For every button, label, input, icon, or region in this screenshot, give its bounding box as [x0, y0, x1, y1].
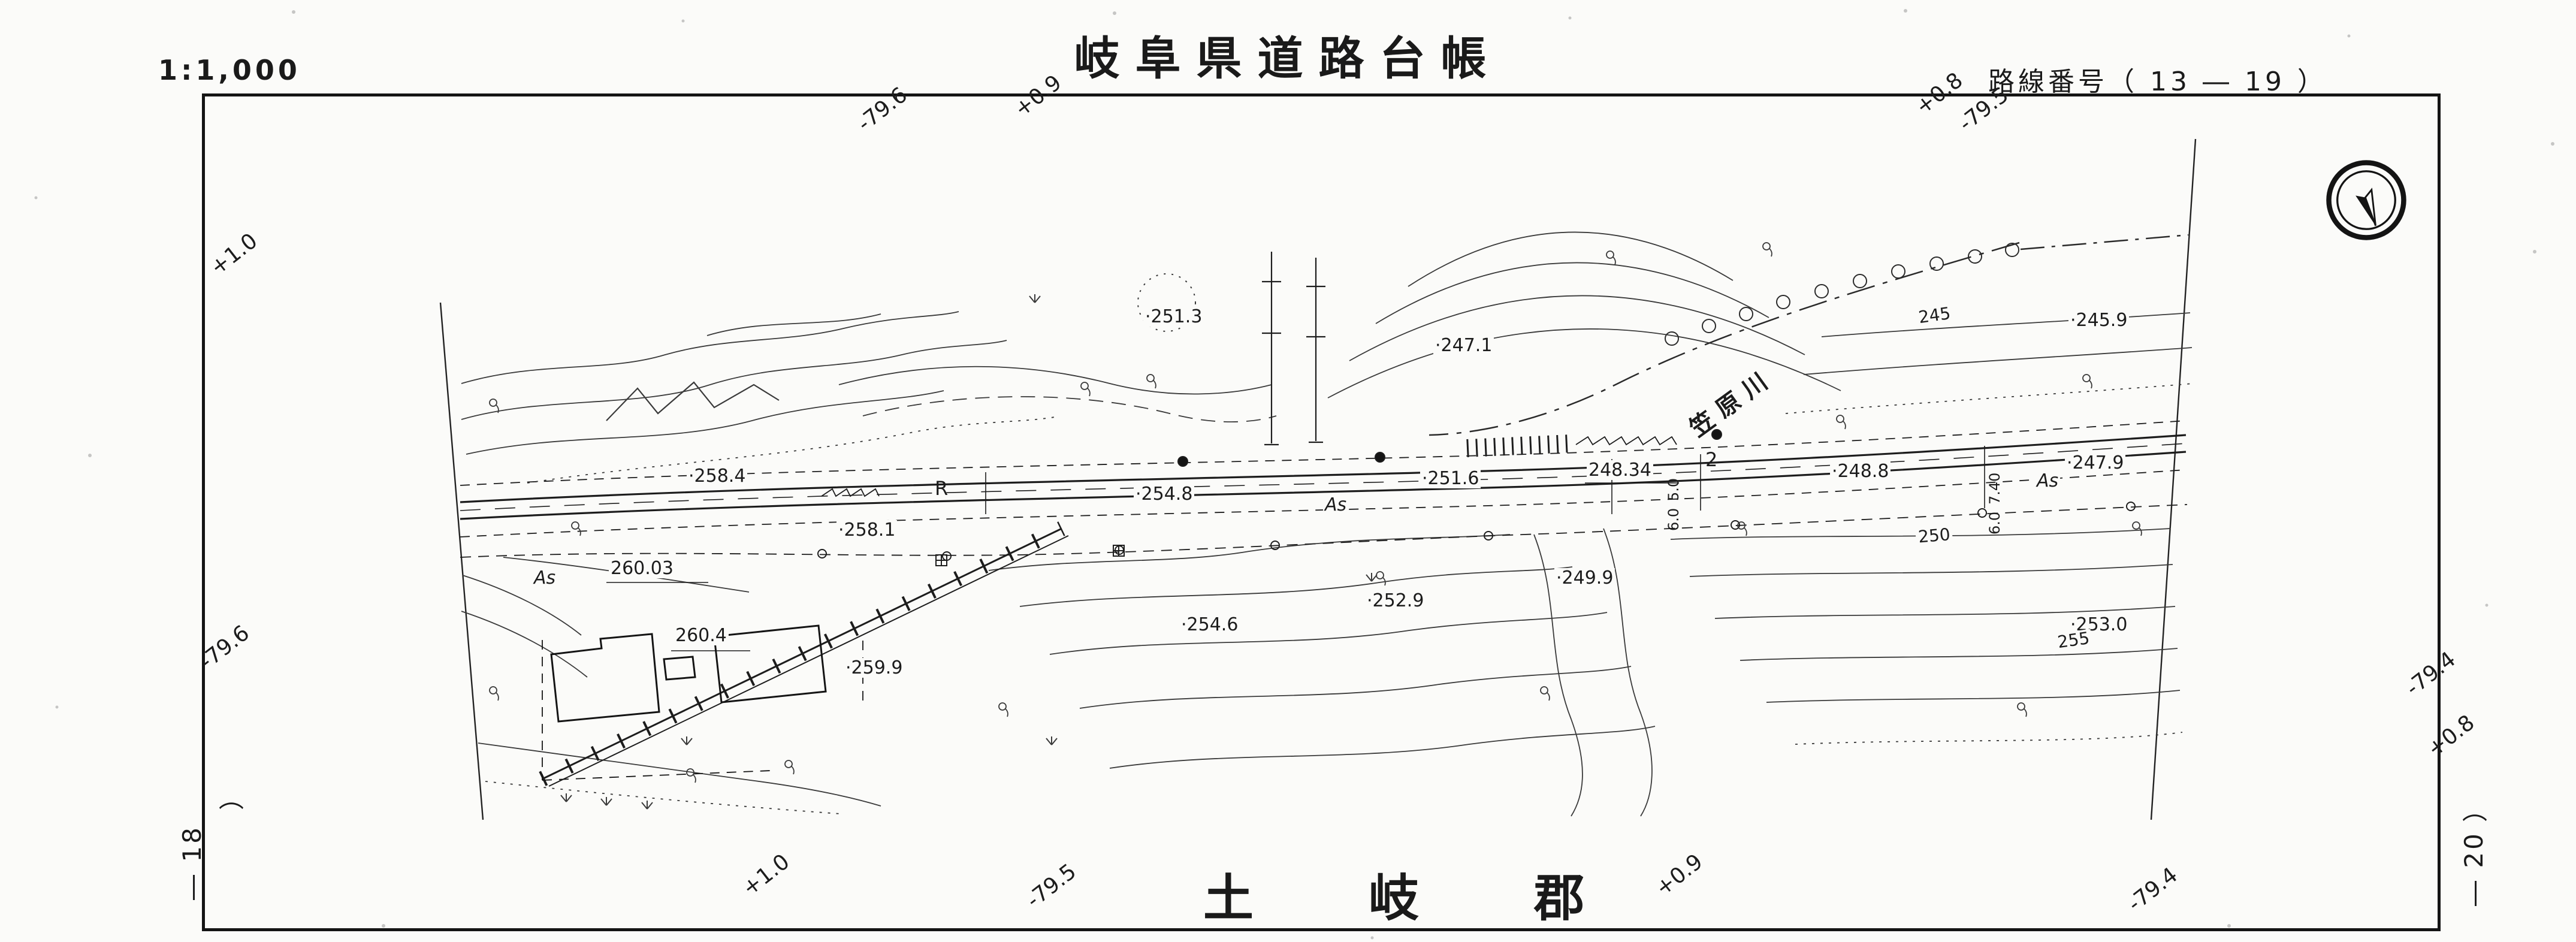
- spot-height: ·249.9: [1554, 568, 1615, 588]
- tree-row: [1665, 243, 2019, 346]
- pavement-label: As: [2035, 471, 2061, 491]
- width-dimension: 5.0: [1665, 478, 1682, 501]
- contour-lines: [461, 231, 2194, 817]
- route-number-label: 路線番号（ 13 ― 19 ）: [1988, 67, 2327, 97]
- buildings: [542, 624, 863, 781]
- spot-height: ·254.8: [1134, 484, 1195, 504]
- district-label: 土 岐 郡: [1203, 869, 1617, 928]
- railway-embankment: [539, 521, 1069, 787]
- map-frame: [202, 93, 2441, 931]
- spot-height: 260.4: [674, 626, 729, 645]
- spot-height: ·247.9: [2065, 453, 2126, 473]
- main-road: [460, 420, 2188, 651]
- spot-height: 248.34: [1587, 460, 1653, 480]
- left-sheet-number: ― 18: [177, 825, 207, 900]
- right-sheet-paren: ）: [2461, 794, 2490, 822]
- contour-value: 250: [1915, 524, 1953, 547]
- dotted-circle-feature: [1137, 273, 1196, 332]
- page-title: 岐阜県道路台帳: [1074, 32, 1502, 85]
- pavement-label: As: [1323, 495, 1349, 515]
- spot-height: ·258.4: [687, 466, 748, 486]
- spot-height: ·251.6: [1420, 469, 1481, 488]
- spot-height: ·254.6: [1179, 615, 1240, 635]
- pavement-label: As: [532, 568, 558, 588]
- width-dimension: 7.40: [1986, 472, 2003, 505]
- width-dimension: 6.0: [1665, 508, 1682, 531]
- neatlines: [439, 138, 2197, 820]
- spot-height: ·258.1: [836, 520, 898, 540]
- spot-height: 260.03: [609, 558, 675, 578]
- scale-label: 1:1,000: [158, 54, 301, 86]
- left-sheet-paren: ）: [218, 782, 247, 810]
- utility-pylons: [1262, 252, 1325, 446]
- station-number: 2: [1705, 448, 1718, 471]
- north-arrow: [2324, 158, 2409, 243]
- spot-height: ·247.1: [1433, 336, 1494, 355]
- right-sheet-number: ― 20: [2459, 831, 2489, 906]
- road-symbols: [817, 429, 2136, 566]
- spot-height: ·245.9: [2068, 310, 2130, 330]
- curve-mark: R: [935, 477, 949, 500]
- spot-height: ·251.3: [1143, 307, 1204, 327]
- scan-noise: [34, 9, 2554, 940]
- river: [1429, 234, 2189, 436]
- spot-height: ·252.9: [1365, 591, 1426, 611]
- spot-height: ·259.9: [844, 658, 905, 678]
- spot-height: ·248.8: [1830, 461, 1891, 481]
- width-dimension: 6.0: [1986, 511, 2003, 535]
